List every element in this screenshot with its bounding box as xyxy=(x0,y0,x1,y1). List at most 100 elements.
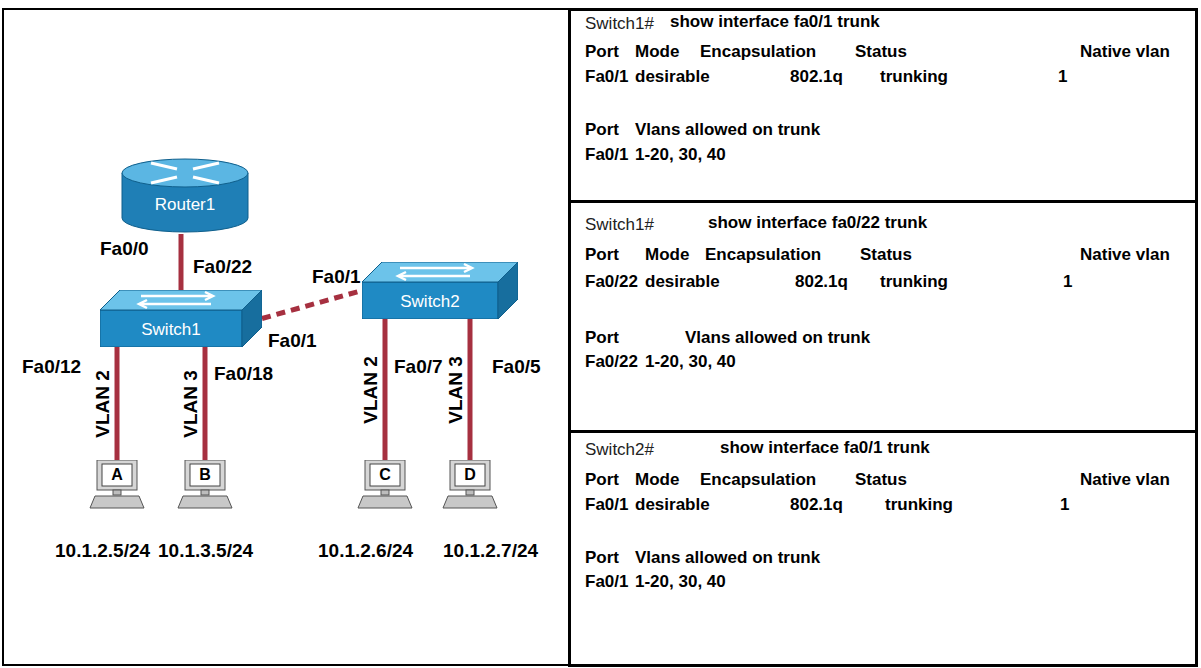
text-cell: Mode xyxy=(635,470,679,490)
cli-text: Switch2# xyxy=(585,440,654,459)
cli-text: 1 xyxy=(1063,272,1072,291)
text-cell: Status xyxy=(855,470,907,490)
router-arrow xyxy=(151,177,177,183)
label-cell: Fa0/5 xyxy=(492,356,541,378)
cli-text: Port xyxy=(585,245,619,264)
cli-text: Encapsulation xyxy=(700,470,816,489)
ethernet-link xyxy=(203,347,208,460)
text-cell: Native vlan xyxy=(1080,42,1170,62)
switch-arrow xyxy=(141,295,211,298)
label-cell: Fa0/0 xyxy=(100,238,149,260)
ip-address: 10.1.2.7/24 xyxy=(443,540,538,561)
cli-text: Encapsulation xyxy=(705,245,821,264)
cli-text: Status xyxy=(855,470,907,489)
device-name: Switch2 xyxy=(400,292,460,312)
switch-arrow xyxy=(400,275,470,278)
pc-monitor xyxy=(97,460,137,490)
label-cell: 10.1.2.7/24 xyxy=(443,540,538,562)
cli-text: Fa0/1 xyxy=(585,67,628,86)
text-cell: 1-20, 30, 40 xyxy=(635,145,726,165)
cli-text: show interface fa0/1 trunk xyxy=(670,12,880,31)
label-cell: Fa0/12 xyxy=(22,356,81,378)
cli-text: 802.1q xyxy=(790,495,843,514)
pc-icon: D xyxy=(442,460,498,510)
router-arrow xyxy=(151,163,177,169)
text-cell: 1 xyxy=(1060,495,1069,515)
text-cell: Port xyxy=(585,245,619,265)
text-cell: trunking xyxy=(885,495,953,515)
text-cell: Port xyxy=(585,42,619,62)
label-cell: Fa0/1 xyxy=(312,266,361,288)
vlan-tag: VLAN 3 xyxy=(180,368,202,440)
cli-text: show interface fa0/22 trunk xyxy=(708,213,927,232)
vlan-tag: VLAN 2 xyxy=(92,368,114,440)
cli-text: Switch1# xyxy=(585,14,654,33)
text-cell: desirable xyxy=(635,67,710,87)
text-cell: Vlans allowed on trunk xyxy=(635,120,820,140)
text-cell: D xyxy=(455,464,485,486)
switch-top xyxy=(362,262,518,282)
pc-keyboard xyxy=(358,496,412,508)
cli-text: desirable xyxy=(645,272,720,291)
interface-name: Fa0/7 xyxy=(394,356,443,377)
trunk-link xyxy=(262,291,362,319)
vlan-tag: VLAN 3 xyxy=(445,354,467,426)
ip-address: 10.1.2.6/24 xyxy=(318,540,413,561)
cli-text: Port xyxy=(585,42,619,61)
text-cell: show interface fa0/1 trunk xyxy=(670,12,880,32)
switch-front xyxy=(100,310,242,347)
cli-text: show interface fa0/1 trunk xyxy=(720,438,930,457)
text-cell: Status xyxy=(855,42,907,62)
cli-text: 802.1q xyxy=(795,272,848,291)
cli-text: Encapsulation xyxy=(700,42,816,61)
pc-icon: A xyxy=(89,460,145,510)
text-cell: 1-20, 30, 40 xyxy=(645,352,736,372)
vlan-label: VLAN 2 xyxy=(92,370,113,438)
text-cell: Switch2 xyxy=(362,284,498,319)
label-cell: Fa0/1 xyxy=(268,330,317,352)
router-arrow xyxy=(193,177,219,183)
vlan-label: VLAN 3 xyxy=(445,356,466,424)
pc-stand xyxy=(381,490,389,495)
cli-text: Port xyxy=(585,548,619,567)
label-cell: Fa0/7 xyxy=(394,356,443,378)
left-frame xyxy=(3,9,569,665)
ip-address: 10.1.2.5/24 xyxy=(55,540,150,561)
interface-name: Fa0/12 xyxy=(22,356,81,377)
pc-screen xyxy=(455,464,485,486)
text-cell: Fa0/1 xyxy=(585,145,628,165)
switch-arrow xyxy=(464,264,472,272)
text-cell: Fa0/1 xyxy=(585,572,628,592)
cli-text: desirable xyxy=(635,67,710,86)
text-cell: Vlans allowed on trunk xyxy=(635,548,820,568)
text-cell: show interface fa0/22 trunk xyxy=(708,213,927,233)
vlan-label: VLAN 3 xyxy=(180,370,201,438)
cli-text: Fa0/1 xyxy=(585,495,628,514)
text-cell: 1 xyxy=(1063,272,1072,292)
text-cell: A xyxy=(102,464,132,486)
cli-text: Vlans allowed on trunk xyxy=(635,548,820,567)
label-cell: Fa0/22 xyxy=(193,256,252,278)
text-cell: Switch2# xyxy=(585,440,654,460)
pc-screen xyxy=(190,464,220,486)
cli-output-panel: Switch2# show interface fa0/1 trunkPort Mo… xyxy=(568,430,1198,667)
text-cell: Port xyxy=(585,328,619,348)
text-cell: Fa0/1 xyxy=(585,67,628,87)
pc-monitor xyxy=(185,460,225,490)
cli-text: Mode xyxy=(645,245,689,264)
cli-text: 802.1q xyxy=(790,67,843,86)
label-cell: 10.1.3.5/24 xyxy=(158,540,253,562)
switch-arrow xyxy=(400,267,470,270)
pc-screen xyxy=(102,464,132,486)
text-cell: 1 xyxy=(1058,67,1067,87)
text-cell: Port xyxy=(585,120,619,140)
interface-name: Fa0/1 xyxy=(268,330,317,351)
switch-arrow xyxy=(398,272,406,280)
pc-keyboard xyxy=(178,496,232,508)
cli-text: 1 xyxy=(1058,67,1067,86)
cli-text: 1-20, 30, 40 xyxy=(635,145,726,164)
label-cell: 10.1.2.6/24 xyxy=(318,540,413,562)
pc-monitor xyxy=(365,460,405,490)
